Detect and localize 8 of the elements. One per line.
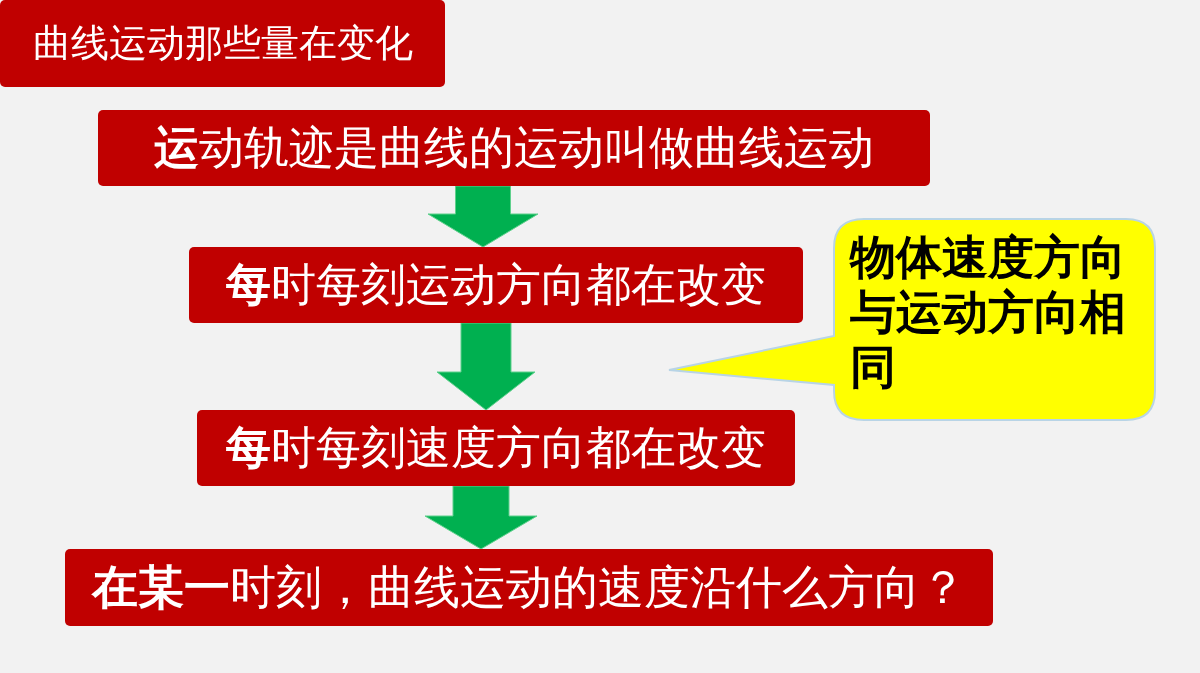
process-box: 运动轨迹是曲线的运动叫做曲线运动 bbox=[98, 110, 930, 186]
heading-box: 曲线运动那些量在变化 bbox=[0, 0, 445, 87]
process-box: 每时每刻运动方向都在改变 bbox=[189, 247, 803, 323]
process-box: 每时每刻速度方向都在改变 bbox=[197, 410, 795, 486]
block-arrow bbox=[424, 485, 538, 550]
block-arrow bbox=[427, 185, 539, 248]
block-arrow bbox=[436, 322, 536, 411]
process-box: 在某一时刻，曲线运动的速度沿什么方向？ bbox=[65, 549, 993, 626]
